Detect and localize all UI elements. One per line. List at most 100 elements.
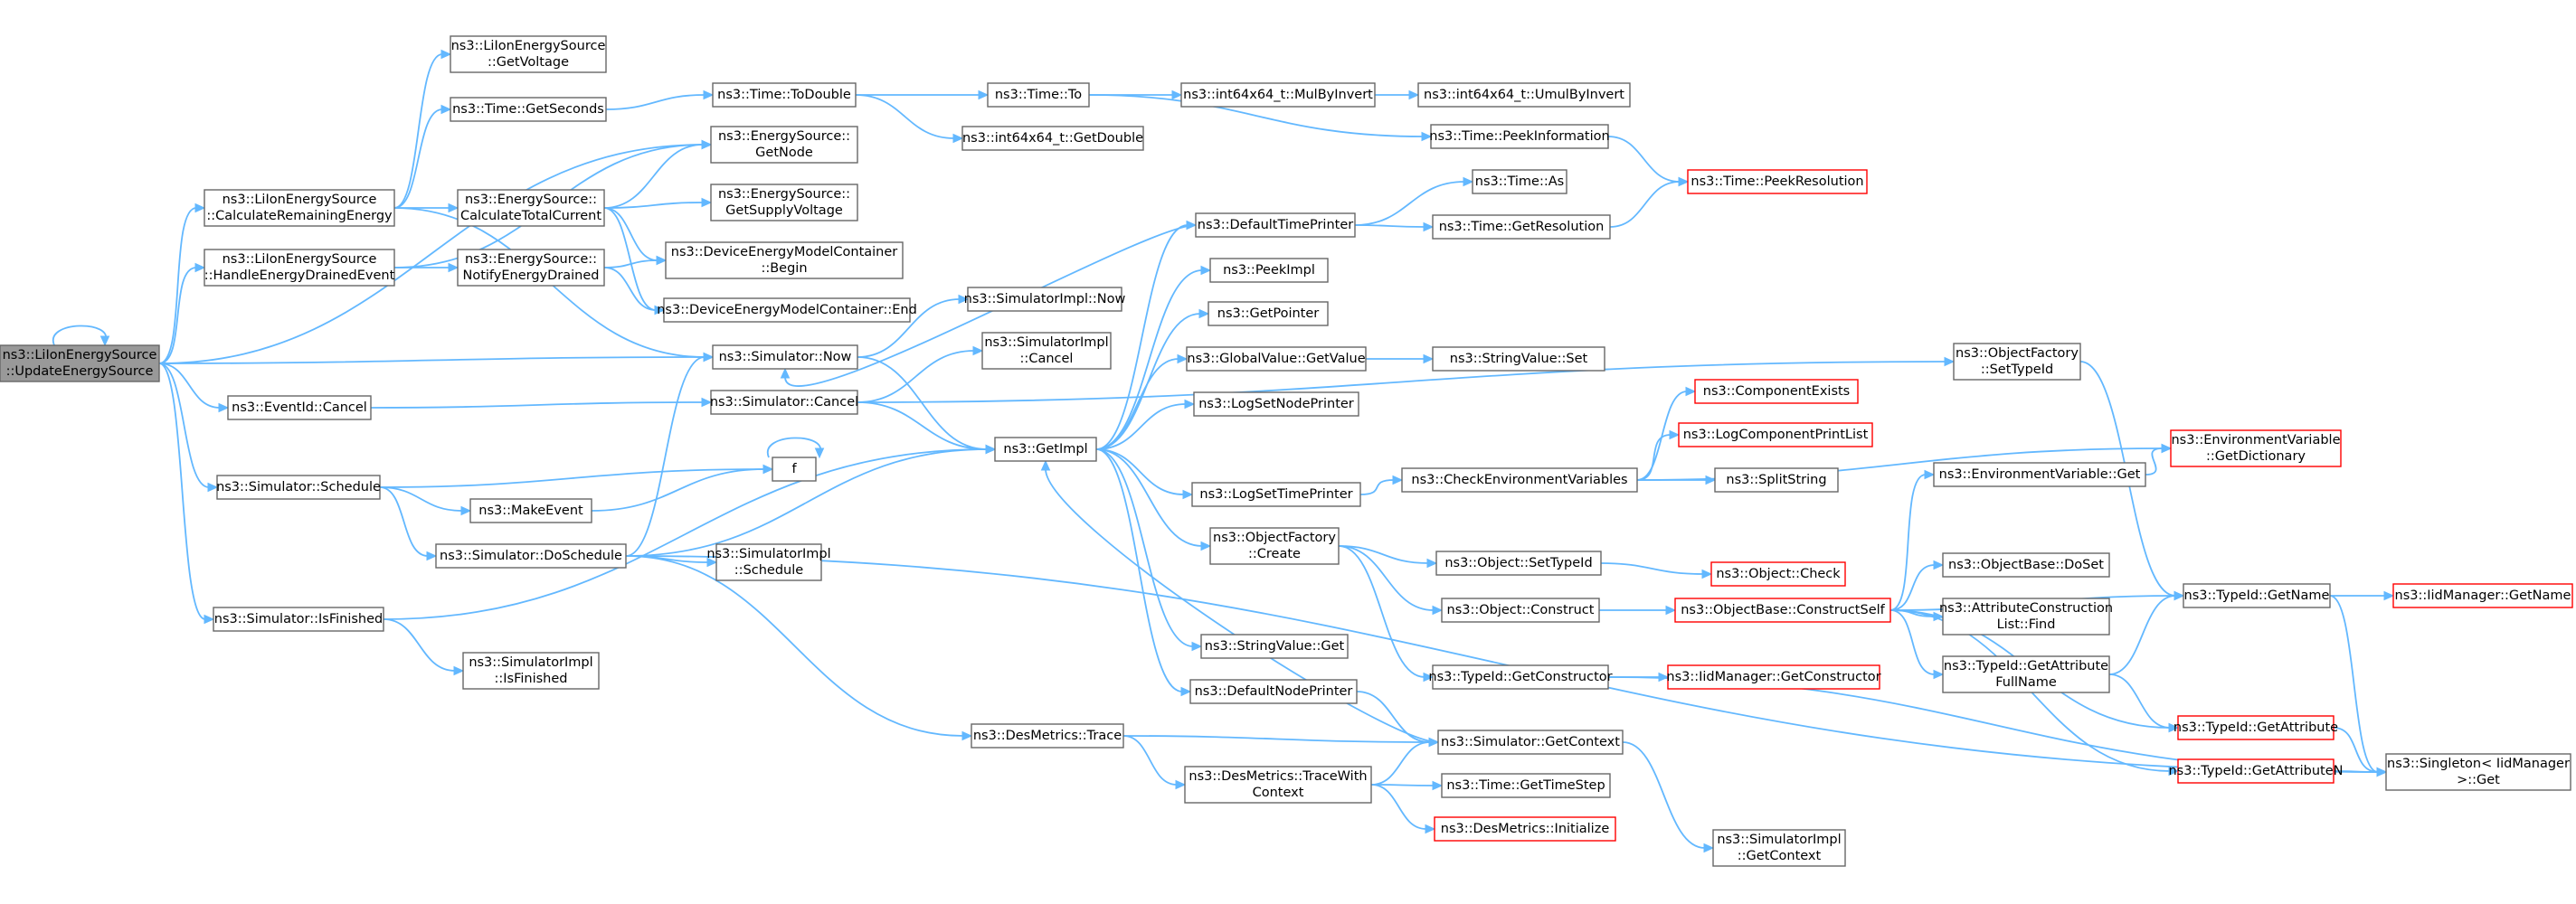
- arrowhead: [2383, 590, 2395, 601]
- function-node-todouble[interactable]: ns3::Time::ToDouble: [712, 82, 857, 108]
- function-node-simnow[interactable]: ns3::Simulator::Now: [712, 344, 858, 370]
- call-edge-line: [2333, 727, 2379, 773]
- node-label: ns3::DeviceEnergyModelContainer: [671, 245, 898, 259]
- call-edge: [1370, 784, 1436, 834]
- node-label: ::GetDictionary: [2206, 449, 2306, 464]
- function-node-logsettime[interactable]: ns3::LogSetTimePrinter: [1191, 482, 1361, 507]
- function-node-ofsettypeid[interactable]: ns3::ObjectFactory::SetTypeId: [1953, 343, 2081, 381]
- function-node-logcomplist[interactable]: ns3::LogComponentPrintList: [1678, 422, 1873, 447]
- function-node-umulbyinvert[interactable]: ns3::int64x64_t::UmulByInvert: [1417, 82, 1631, 108]
- arrowhead: [194, 202, 206, 213]
- function-node-defaultnodeprinter[interactable]: ns3::DefaultNodePrinter: [1189, 679, 1358, 704]
- node-label: ns3::Singleton< IidManager: [2387, 757, 2570, 771]
- function-node-iidgetname[interactable]: ns3::IidManager::GetName: [2392, 583, 2573, 608]
- function-node-timeas[interactable]: ns3::Time::As: [1472, 169, 1567, 194]
- call-edge-line: [1889, 609, 1936, 675]
- call-edge: [855, 89, 990, 100]
- function-node-envget[interactable]: ns3::EnvironmentVariable::Get: [1933, 462, 2146, 487]
- function-node-gettimestep[interactable]: ns3::Time::GetTimeStep: [1441, 773, 1611, 798]
- node-label: ns3::TypeId::GetAttribute: [1944, 659, 2108, 673]
- function-node-notify[interactable]: ns3::EnergySource::NotifyEnergyDrained: [457, 249, 605, 287]
- function-node-getresolution[interactable]: ns3::Time::GetResolution: [1432, 214, 1611, 240]
- function-node-checkenv[interactable]: ns3::CheckEnvironmentVariables: [1401, 467, 1638, 493]
- function-node-typeidgetname[interactable]: ns3::TypeId::GetName: [2183, 583, 2331, 608]
- function-node-isfinished[interactable]: ns3::Simulator::IsFinished: [213, 607, 384, 632]
- function-node-obdoset[interactable]: ns3::ObjectBase::DoSet: [1942, 552, 2110, 578]
- function-node-dembegin[interactable]: ns3::DeviceEnergyModelContainer::Begin: [665, 241, 904, 279]
- function-node-ofcreate[interactable]: ns3::ObjectFactory::Create: [1209, 527, 1340, 565]
- function-node-peekresolution[interactable]: ns3::Time::PeekResolution: [1687, 169, 1868, 194]
- function-node-envgetdict[interactable]: ns3::EnvironmentVariable::GetDictionary: [2170, 429, 2342, 467]
- function-node-compexists[interactable]: ns3::ComponentExists: [1694, 379, 1859, 404]
- function-node-implgetcontext[interactable]: ns3::SimulatorImpl::GetContext: [1712, 829, 1846, 867]
- function-node-evcancel[interactable]: ns3::EventId::Cancel: [227, 395, 372, 420]
- function-node-simgetcontext[interactable]: ns3::Simulator::GetContext: [1437, 730, 1624, 755]
- call-edge: [625, 555, 973, 741]
- function-node-getnode[interactable]: ns3::EnergySource::GetNode: [710, 126, 858, 164]
- call-edge: [2108, 673, 2180, 733]
- function-node-implschedule[interactable]: ns3::SimulatorImpl::Schedule: [706, 543, 831, 581]
- node-box: [457, 249, 605, 287]
- node-box: [1430, 124, 1609, 149]
- arrowhead: [1432, 605, 1444, 616]
- function-node-getattributen[interactable]: ns3::TypeId::GetAttributeN: [2168, 758, 2344, 784]
- node-label: ns3::Object::Construct: [1447, 603, 1595, 617]
- function-node-implcancel[interactable]: ns3::SimulatorImpl::Cancel: [981, 332, 1112, 370]
- call-edge-line: [603, 259, 658, 268]
- function-node-int64getdouble[interactable]: ns3::int64x64_t::GetDouble: [961, 126, 1144, 151]
- function-node-getseconds[interactable]: ns3::Time::GetSeconds: [450, 97, 607, 122]
- function-node-getsupply[interactable]: ns3::EnergySource::GetSupplyVoltage: [710, 184, 858, 221]
- function-node-svset[interactable]: ns3::StringValue::Set: [1432, 346, 1605, 372]
- node-label: ns3::EnergySource::: [718, 129, 850, 144]
- function-node-constructself[interactable]: ns3::ObjectBase::ConstructSelf: [1674, 598, 1891, 623]
- function-node-peekinfo[interactable]: ns3::Time::PeekInformation: [1429, 124, 1610, 149]
- function-node-implisfinished[interactable]: ns3::SimulatorImpl::IsFinished: [462, 652, 600, 690]
- function-node-iidgetconstructor[interactable]: ns3::IidManager::GetConstructor: [1666, 664, 1881, 690]
- call-edge: [158, 202, 206, 364]
- node-box: [971, 723, 1124, 749]
- node-label: ns3::MakeEvent: [478, 504, 583, 518]
- function-node-objsettypeid[interactable]: ns3::Object::SetTypeId: [1435, 551, 1602, 576]
- function-node-getattribute[interactable]: ns3::TypeId::GetAttribute: [2174, 715, 2338, 740]
- function-node-mulbyinvert[interactable]: ns3::int64x64_t::MulByInvert: [1180, 82, 1376, 108]
- function-node-calctotal[interactable]: ns3::EnergySource::CalculateTotalCurrent: [457, 189, 605, 227]
- node-label: ns3::Simulator::Schedule: [216, 480, 381, 494]
- function-node-destrace[interactable]: ns3::DesMetrics::Trace: [971, 723, 1124, 749]
- function-node-simcancel[interactable]: ns3::Simulator::Cancel: [710, 390, 858, 415]
- function-node-singletonget[interactable]: ns3::Singleton< IidManager >::Get: [2385, 753, 2571, 791]
- node-label: ::Create: [1248, 547, 1301, 561]
- arrowhead: [814, 447, 825, 459]
- function-node-getvoltage[interactable]: ns3::LiIonEnergySource::GetVoltage: [450, 35, 607, 73]
- function-node-objcheck[interactable]: ns3::Object::Check: [1710, 561, 1846, 587]
- function-node-defaulttimeprinter[interactable]: ns3::DefaultTimePrinter: [1195, 212, 1356, 238]
- function-node-desinit[interactable]: ns3::DesMetrics::Initialize: [1434, 816, 1616, 842]
- function-node-calcrem[interactable]: ns3::LiIonEnergySource::CalculateRemaini…: [204, 189, 395, 227]
- node-label: ns3::SimulatorImpl: [1717, 833, 1841, 847]
- function-node-logsetnode[interactable]: ns3::LogSetNodePrinter: [1193, 391, 1359, 417]
- function-node-splitstring[interactable]: ns3::SplitString: [1714, 467, 1839, 493]
- function-node-getimpl[interactable]: ns3::GetImpl: [994, 437, 1097, 462]
- arrowhead: [1933, 560, 1945, 570]
- function-node-schedule[interactable]: ns3::Simulator::Schedule: [216, 475, 381, 500]
- function-node-typeidgetconstructor[interactable]: ns3::TypeId::GetConstructor: [1428, 664, 1613, 690]
- node-label: GetNode: [755, 146, 813, 160]
- function-node-demend[interactable]: ns3::DeviceEnergyModelContainer::End: [657, 297, 917, 323]
- function-node-gvgetvalue[interactable]: ns3::GlobalValue::GetValue: [1186, 346, 1367, 372]
- function-node-implnow[interactable]: ns3::SimulatorImpl::Now: [964, 287, 1126, 312]
- function-node-handle[interactable]: ns3::LiIonEnergySource::HandleEnergyDrai…: [204, 249, 395, 287]
- call-edge-line: [158, 363, 210, 488]
- node-box: [2385, 753, 2571, 791]
- function-node-doschedule[interactable]: ns3::Simulator::DoSchedule: [435, 543, 627, 569]
- function-node-makeevent[interactable]: ns3::MakeEvent: [469, 498, 592, 523]
- node-label: ns3::ObjectBase::ConstructSelf: [1681, 603, 1885, 617]
- function-node-objconstruct[interactable]: ns3::Object::Construct: [1441, 598, 1600, 623]
- function-node-svget[interactable]: ns3::StringValue::Get: [1200, 634, 1349, 659]
- function-node-timeto[interactable]: ns3::Time::To: [987, 82, 1090, 108]
- function-node-getpointer[interactable]: ns3::GetPointer: [1208, 301, 1329, 326]
- function-node-update[interactable]: ns3::LiIonEnergySource::UpdateEnergySour…: [0, 344, 160, 382]
- function-node-f[interactable]: f: [772, 457, 817, 482]
- function-node-peekimpl[interactable]: ns3::PeekImpl: [1209, 258, 1329, 283]
